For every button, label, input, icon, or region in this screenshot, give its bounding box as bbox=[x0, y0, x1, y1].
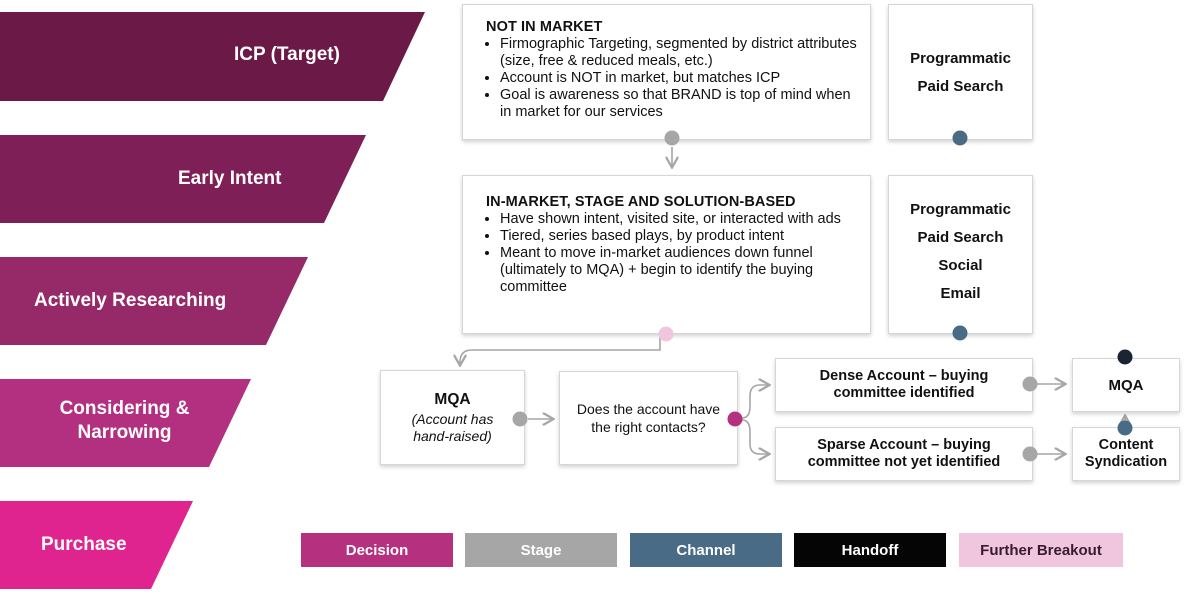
funnel-stage-4-shape bbox=[0, 379, 251, 467]
stage-dot bbox=[512, 411, 528, 427]
stage-dot bbox=[664, 130, 680, 146]
legend-stage: Stage bbox=[465, 533, 617, 567]
funnel-stage-4-label: Considering & Narrowing bbox=[59, 398, 190, 443]
connector-decision-to-dense bbox=[741, 385, 768, 419]
channel-box-top: Programmatic Paid Search bbox=[888, 4, 1033, 140]
channel-label: Paid Search bbox=[917, 229, 1004, 246]
mqa-final-box: MQA bbox=[1072, 358, 1180, 412]
channel-label: Programmatic bbox=[910, 201, 1011, 218]
funnel-stage-1-shape bbox=[0, 12, 425, 101]
in-market-bullets: Have shown intent, visited site, or inte… bbox=[486, 211, 860, 296]
decision-dot bbox=[727, 411, 743, 427]
in-market-title: IN-MARKET, STAGE AND SOLUTION-BASED bbox=[486, 194, 796, 210]
not-in-market-bullets: Firmographic Targeting, segmented by dis… bbox=[486, 36, 860, 121]
connector-decision-to-sparse bbox=[741, 419, 768, 454]
channel-box-mid: Programmatic Paid Search Social Email bbox=[888, 175, 1033, 334]
sparse-account-box: Sparse Account – buying committee not ye… bbox=[775, 427, 1033, 481]
dense-account-text: Dense Account – buying committee identif… bbox=[819, 368, 989, 401]
funnel-stage-1-label: ICP (Target) bbox=[234, 44, 340, 65]
not-in-market-box: NOT IN MARKET Firmographic Targeting, se… bbox=[462, 4, 871, 140]
content-syndication-box: Content Syndication bbox=[1072, 427, 1180, 481]
mqa-subtitle: (Account has hand-raised) bbox=[411, 410, 494, 444]
channel-dot bbox=[1117, 420, 1133, 436]
legend-channel: Channel bbox=[630, 533, 782, 567]
funnel-stage-5-label: Purchase bbox=[41, 534, 127, 555]
content-syndication-text: Content Syndication bbox=[1084, 437, 1168, 470]
stage-dot bbox=[1022, 376, 1038, 392]
further-breakout-dot bbox=[658, 326, 674, 342]
mqa-box: MQA (Account has hand-raised) bbox=[380, 370, 525, 465]
funnel-stage-5-shape bbox=[0, 501, 193, 589]
legend-further-breakout: Further Breakout bbox=[959, 533, 1123, 567]
channel-label: Paid Search bbox=[917, 78, 1004, 95]
dense-account-box: Dense Account – buying committee identif… bbox=[775, 358, 1033, 412]
decision-box: Does the account have the right contacts… bbox=[559, 371, 738, 465]
in-market-bullet: Have shown intent, visited site, or inte… bbox=[500, 211, 860, 228]
mqa-title: MQA bbox=[434, 390, 471, 408]
in-market-bullet: Tiered, series based plays, by product i… bbox=[500, 228, 860, 245]
legend-handoff: Handoff bbox=[794, 533, 946, 567]
not-in-market-bullet: Goal is awareness so that BRAND is top o… bbox=[500, 87, 860, 121]
connector-in-market-to-mqa bbox=[460, 334, 661, 364]
channel-label: Social bbox=[938, 257, 983, 274]
handoff-dot bbox=[1117, 349, 1133, 365]
mqa-final-text: MQA bbox=[1108, 376, 1144, 394]
channel-label: Email bbox=[940, 285, 981, 302]
channel-label: Programmatic bbox=[910, 50, 1011, 67]
channel-dot bbox=[952, 130, 968, 146]
sparse-account-text: Sparse Account – buying committee not ye… bbox=[807, 437, 1001, 470]
channel-dot bbox=[952, 325, 968, 341]
decision-text: Does the account have the right contacts… bbox=[576, 401, 721, 435]
stage-dot bbox=[1022, 446, 1038, 462]
not-in-market-bullet: Account is NOT in market, but matches IC… bbox=[500, 70, 860, 87]
funnel-stage-3-label: Actively Researching bbox=[34, 290, 227, 311]
not-in-market-title: NOT IN MARKET bbox=[486, 19, 603, 35]
legend-decision: Decision bbox=[301, 533, 453, 567]
not-in-market-bullet: Firmographic Targeting, segmented by dis… bbox=[500, 36, 860, 70]
funnel-stage-2-shape bbox=[0, 135, 366, 223]
funnel-stage-3-shape bbox=[0, 257, 308, 345]
in-market-box: IN-MARKET, STAGE AND SOLUTION-BASED Have… bbox=[462, 175, 871, 334]
funnel-stage-2-label: Early Intent bbox=[178, 168, 282, 189]
in-market-bullet: Meant to move in-market audiences down f… bbox=[500, 245, 860, 296]
